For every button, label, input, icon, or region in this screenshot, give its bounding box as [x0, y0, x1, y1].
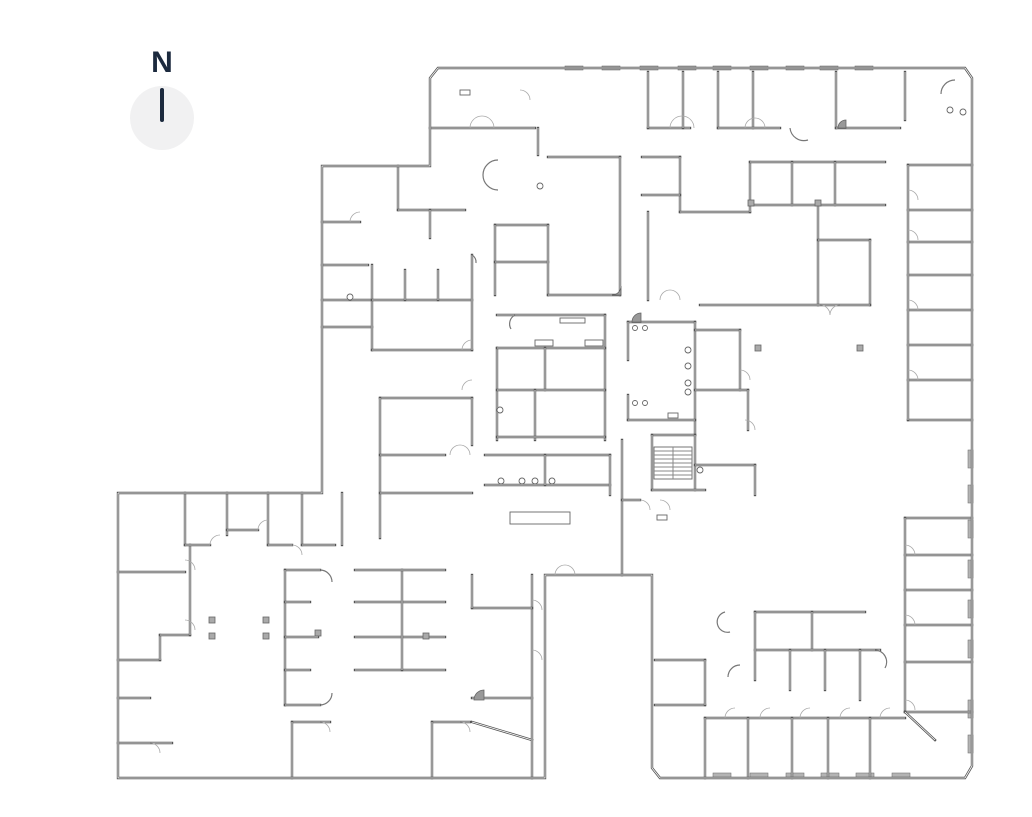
- windows: [564, 65, 974, 779]
- stairwell: [653, 446, 693, 480]
- column: [856, 344, 864, 352]
- column: [754, 344, 762, 352]
- column: [747, 199, 755, 207]
- column: [422, 632, 430, 640]
- north-arrow-icon: [160, 88, 164, 122]
- walls: [116, 70, 974, 780]
- structural-columns: [208, 199, 864, 640]
- column: [208, 616, 216, 624]
- north-compass: N: [130, 46, 196, 156]
- fixtures: [346, 89, 967, 525]
- column: [314, 629, 322, 637]
- column: [208, 632, 216, 640]
- column: [262, 632, 270, 640]
- column: [814, 199, 822, 207]
- north-label: N: [151, 46, 173, 79]
- exterior-wall: [116, 66, 974, 780]
- door-swings: [149, 89, 919, 754]
- column: [262, 616, 270, 624]
- curved-walls: [319, 79, 956, 706]
